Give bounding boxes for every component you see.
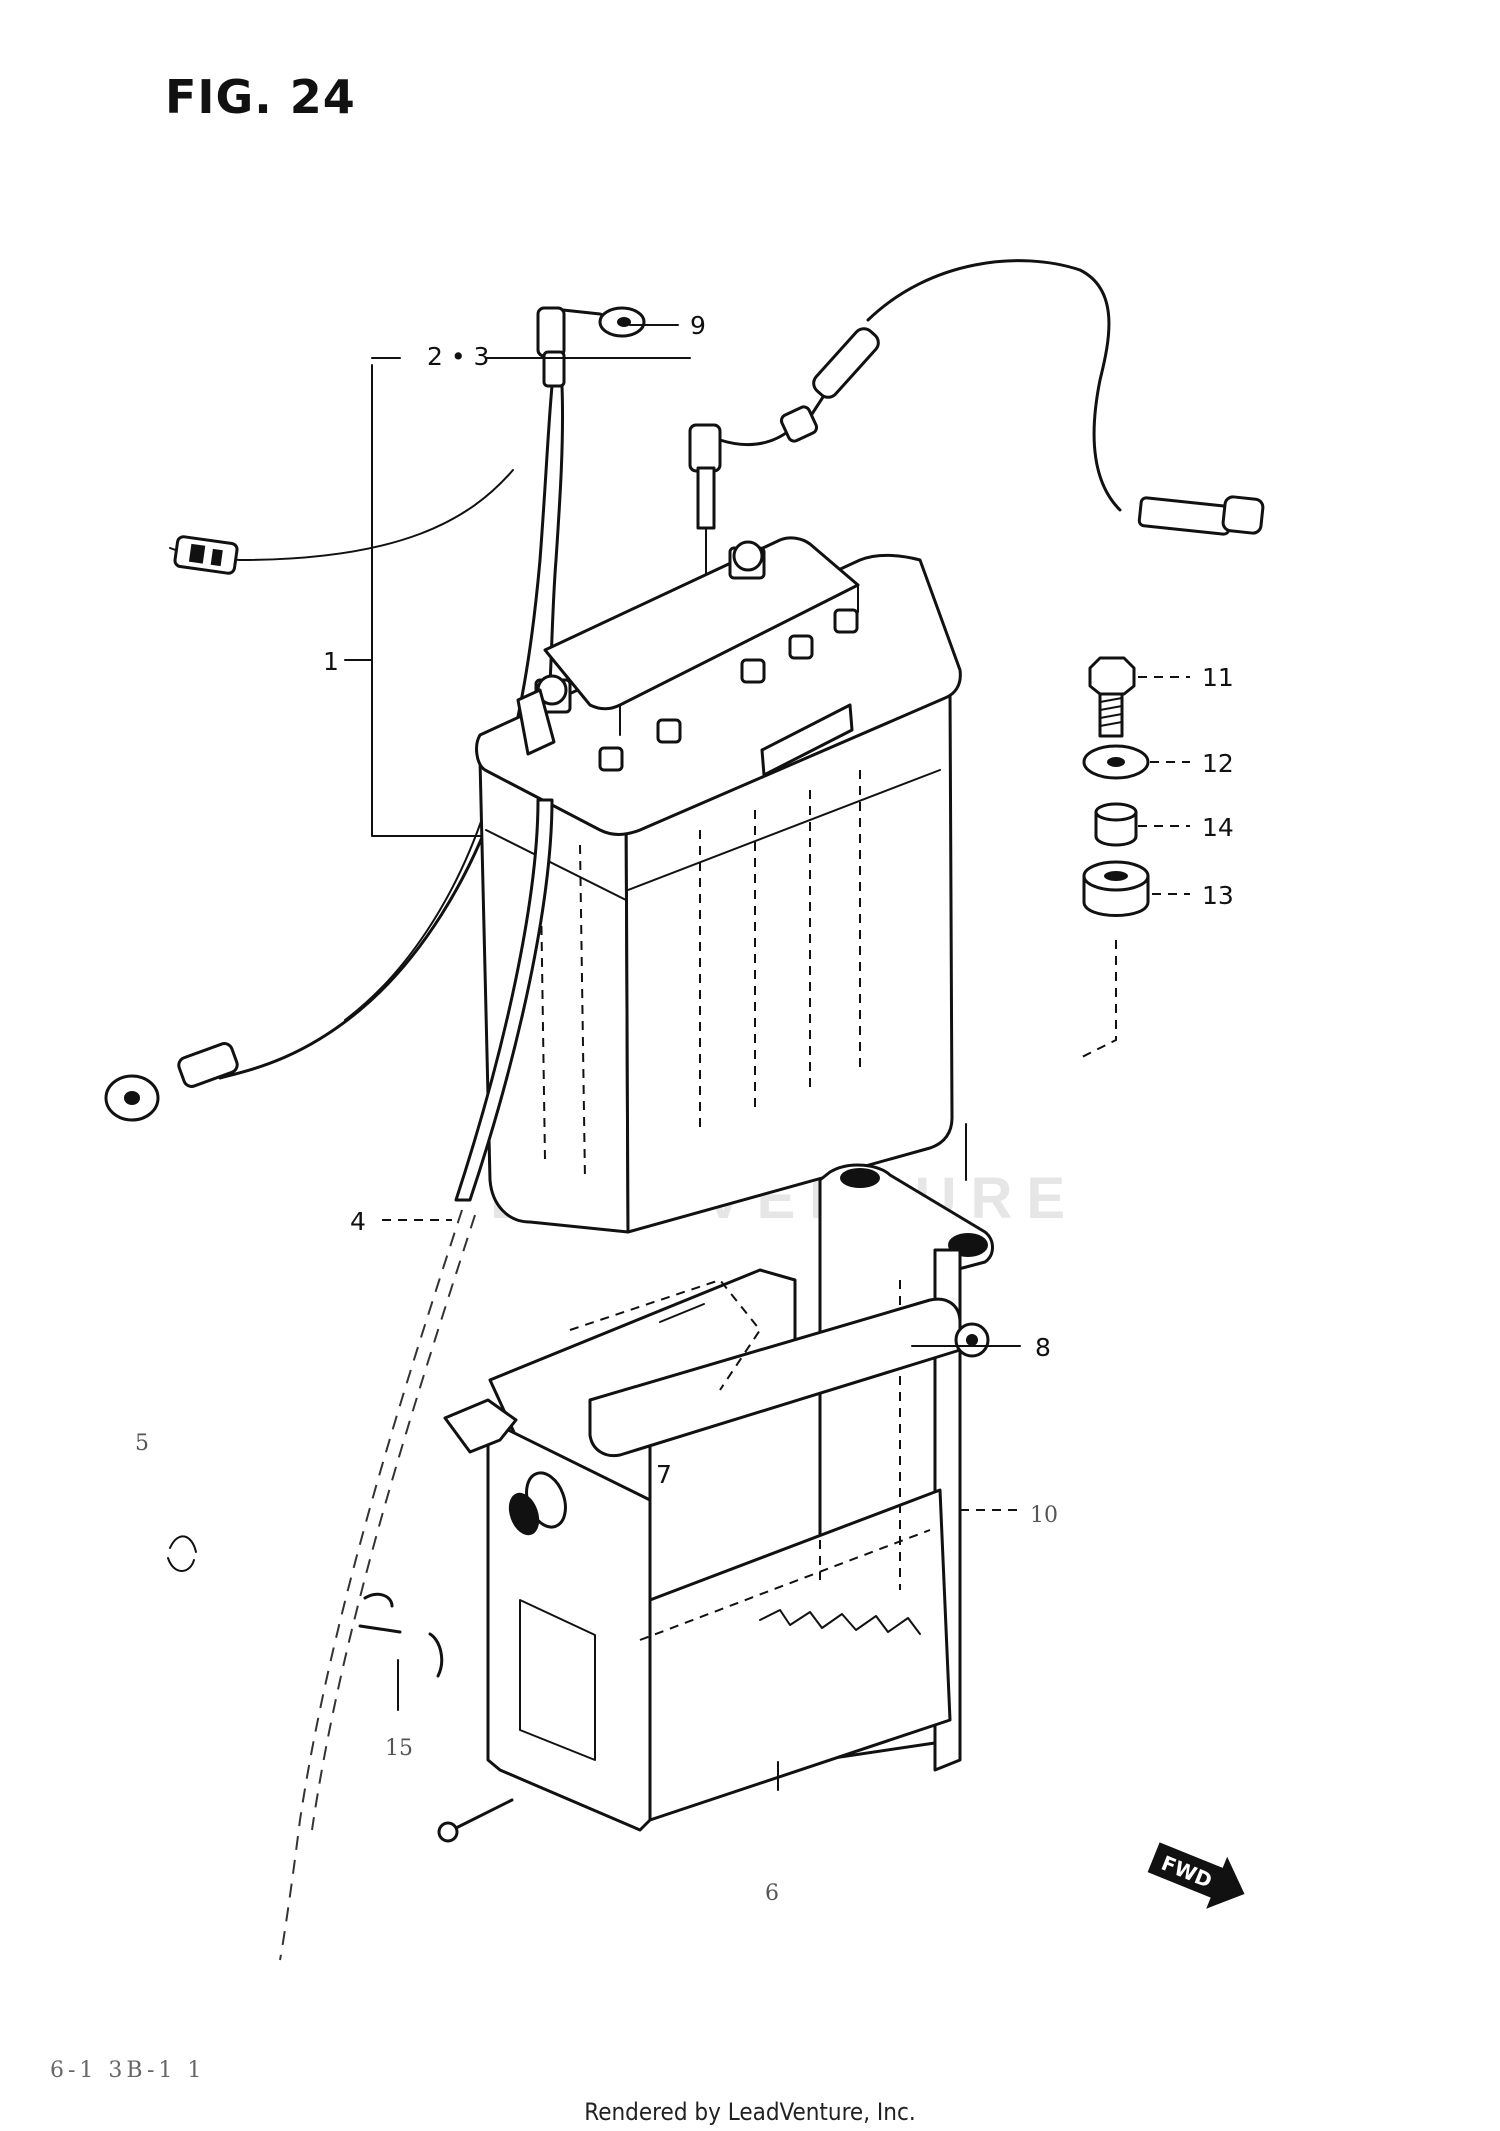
reference-code: 6-1 3B-1 1: [50, 2058, 206, 2083]
callout-2-3: 2 • 3: [427, 342, 489, 371]
ring-terminal-lower-left: [104, 1042, 239, 1122]
callout-5: 5: [135, 1431, 149, 1456]
breather-hose-4: [279, 798, 554, 1961]
cushion-7: [569, 1278, 762, 1391]
callout-9: 9: [690, 311, 706, 340]
wire-connector-left: [173, 535, 239, 575]
screw-6: [437, 1798, 514, 1843]
fwd-arrow-badge: FWD: [1147, 1842, 1245, 1909]
clamp-5: [167, 1535, 197, 1572]
battery-cable-assembly: [104, 306, 646, 1122]
callout-12: 12: [1202, 749, 1234, 778]
callout-6: 6: [765, 1881, 779, 1906]
callout-11: 11: [1202, 663, 1234, 692]
callout-8: 8: [1035, 1333, 1051, 1362]
breather-sensor-wire: [688, 259, 1265, 691]
collar-14: [1094, 802, 1138, 847]
callout-4: 4: [350, 1207, 366, 1236]
footer-credit: Rendered by LeadVenture, Inc.: [584, 2098, 916, 2126]
figure-title: FIG. 24: [165, 70, 356, 124]
cushion-13: [1082, 860, 1150, 917]
callout-15: 15: [385, 1736, 413, 1761]
battery: [475, 536, 962, 1234]
callout-1: 1: [323, 647, 339, 676]
bolt-11: [1088, 656, 1136, 738]
callout-10: 10: [1030, 1503, 1058, 1528]
wire-end-plug: [1137, 495, 1265, 536]
callout-14: 14: [1202, 813, 1234, 842]
ring-terminal-9: [536, 306, 646, 388]
battery-band-8: [588, 1297, 990, 1458]
callout-labels: 9 2 • 3 1 11 12 14 13 4 8 7 10 15 6 5: [135, 311, 1234, 1906]
leader-lines: [344, 324, 1190, 1791]
callout-13: 13: [1202, 881, 1234, 910]
clip-15: [358, 1592, 444, 1711]
callout-7: 7: [656, 1460, 672, 1489]
battery-holder-10: [443, 1163, 994, 1832]
washer-12: [1082, 744, 1150, 780]
